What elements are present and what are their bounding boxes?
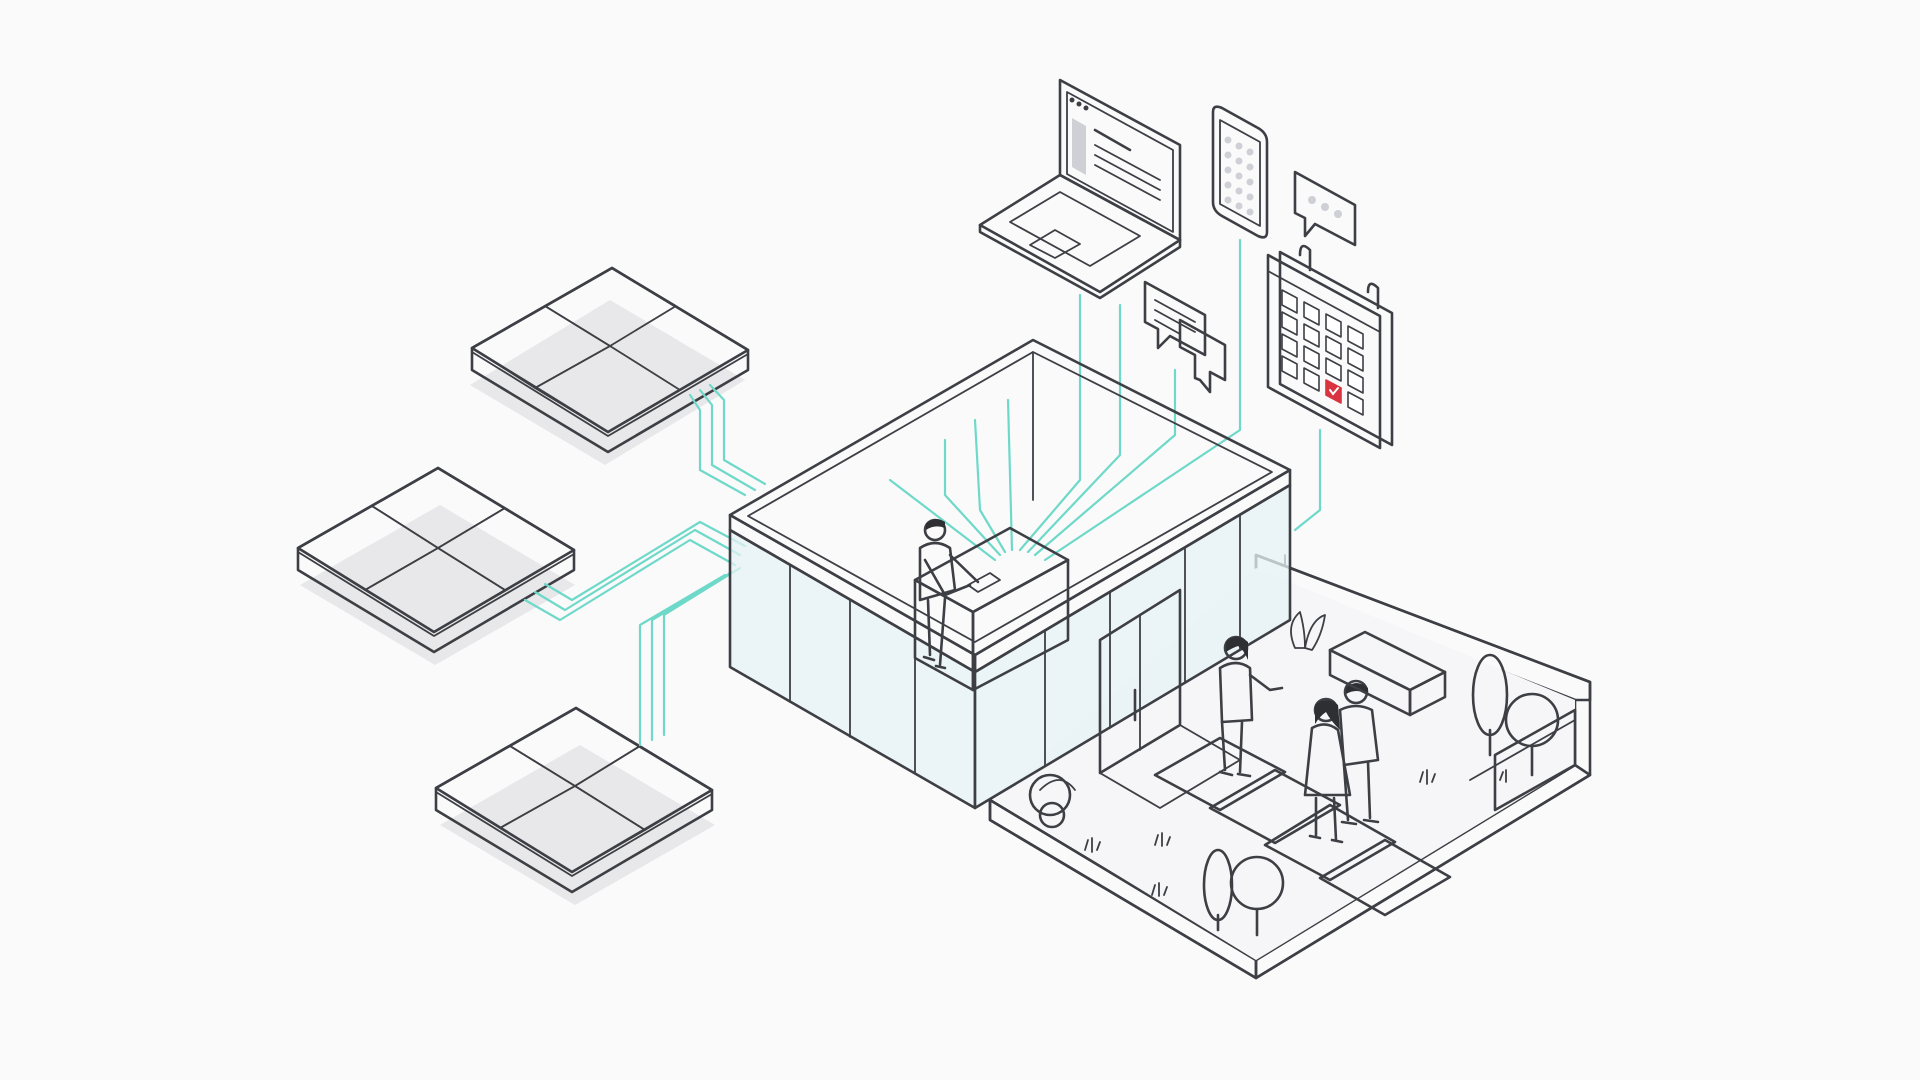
calendar-day-cell [1304, 302, 1319, 325]
calendar-day-cell [1326, 358, 1341, 381]
calendar-day-cell [1326, 336, 1341, 359]
calendar-day-cell [1304, 346, 1319, 369]
calendar-day-cell [1282, 334, 1297, 357]
calendar-icon [1268, 246, 1392, 448]
calendar-day-cell [1348, 326, 1363, 349]
phone-app-dot [1247, 149, 1254, 156]
phone-app-dot [1225, 137, 1232, 144]
calendar-day-cell [1304, 324, 1319, 347]
calendar-day-cell [1348, 348, 1363, 371]
module-tile-icon [470, 268, 748, 465]
calendar-day-cell [1348, 392, 1363, 415]
phone-app-dot [1225, 182, 1232, 189]
phone-app-dot [1247, 194, 1254, 201]
phone-app-dot [1225, 197, 1232, 204]
chat-bubble-icon [1295, 172, 1355, 245]
phone-app-dot [1225, 152, 1232, 159]
smartphone-icon [1213, 107, 1267, 238]
calendar-day-cell [1326, 314, 1341, 337]
calendar-checked-day [1326, 380, 1341, 403]
phone-app-dot [1236, 203, 1243, 210]
phone-app-dot [1225, 167, 1232, 174]
phone-app-dot [1236, 143, 1243, 150]
calendar-day-cell [1282, 312, 1297, 335]
calendar-day-cell [1304, 368, 1319, 391]
module-tile-icon [436, 708, 715, 905]
phone-app-dot [1236, 188, 1243, 195]
laptop-icon [980, 80, 1180, 298]
message-bubbles-icon [1145, 282, 1225, 392]
calendar-day-cell [1282, 356, 1297, 379]
calendar-day-cell [1282, 290, 1297, 313]
phone-app-dot [1247, 209, 1254, 216]
module-tile-icon [298, 468, 575, 665]
phone-app-dot [1236, 173, 1243, 180]
phone-app-dot [1236, 158, 1243, 165]
phone-app-dot [1247, 164, 1254, 171]
phone-app-dot [1247, 179, 1254, 186]
calendar-day-cell [1348, 370, 1363, 393]
